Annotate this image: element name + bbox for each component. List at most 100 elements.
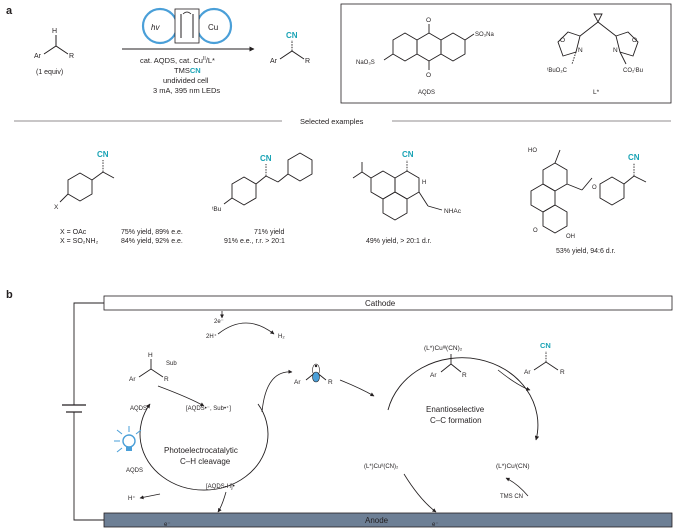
sub-h: H	[148, 352, 153, 359]
example-4-o: O	[592, 185, 597, 191]
electron-top: 2e⁻	[214, 319, 224, 325]
conditions-line2: TMSCN	[174, 66, 201, 75]
h2-label: H₂	[278, 334, 285, 340]
example-2-tbu: ᵗBu	[212, 206, 222, 213]
tmscn-label: TMS CN	[500, 494, 523, 500]
prod-ar: Ar	[524, 369, 531, 376]
example-4-structure: CN HO OH O O	[528, 148, 647, 240]
e-left-label: e⁻	[164, 522, 171, 528]
product-release-arrow	[497, 369, 531, 391]
ligand-ester-left: ᵗBuO₂C	[547, 67, 568, 74]
sub-label: Sub	[166, 361, 177, 367]
example-3-nhac: NHAc	[444, 208, 462, 215]
substrate-r: R	[69, 53, 74, 60]
cycle-1-arc	[139, 403, 269, 491]
cu2-complex: (L*)Cuᴵᴵ(CN)₂	[364, 463, 399, 470]
panel-a-label: a	[6, 5, 13, 17]
prod-structure: CN Ar R	[524, 341, 565, 376]
aqds-o-top: O	[426, 17, 431, 24]
example-2-cn: CN	[260, 154, 272, 163]
example-1-r1-yield: 75% yield, 89% e.e.	[121, 229, 183, 236]
radical-structure: Ar R	[294, 363, 333, 386]
example-1-r1: X = OAc	[60, 229, 87, 236]
aqds-o-bottom: O	[426, 72, 431, 79]
ligand-ester-right: CO₂ᵗBu	[623, 67, 643, 74]
example-2-line2: 91% e.e., r.r. > 20:1	[224, 238, 285, 245]
example-3-line1: 49% yield, > 20:1 d.r.	[366, 238, 432, 245]
example-1-structure: CN X	[54, 150, 115, 211]
cu3-complex: (L*)Cuᴵᴵᴵ(CN)₂	[424, 345, 463, 352]
aqds-label-b: AQDS	[126, 468, 143, 474]
aqds-star-label: AQDS*	[130, 406, 150, 412]
circuit-wire-bottom	[73, 412, 104, 521]
example-1-r2-yield: 84% yield, 92% e.e.	[121, 238, 183, 245]
cu3-ar: Ar	[430, 372, 437, 379]
catalyst-box	[340, 3, 672, 104]
cathode-label: Cathode	[365, 299, 396, 308]
example-4-o2: O	[533, 228, 538, 234]
panel-b-label: b	[6, 289, 13, 301]
sub-structure: H Ar R Sub	[129, 352, 177, 383]
cu1-complex: (L*)Cuᴵ(CN)	[496, 463, 530, 470]
ligand-structure: O O N N ᵗBuO₂C CO₂ᵗBu L*	[547, 13, 643, 96]
cycle-2-line2: C–C formation	[430, 416, 482, 425]
product-r: R	[305, 58, 310, 65]
ligand-label: L*	[593, 89, 600, 96]
ligand-o-right: O	[632, 37, 637, 44]
h-plus-label: H⁺	[128, 495, 136, 502]
cell-icon: hv Cu	[141, 7, 233, 45]
sub-ar: Ar	[129, 376, 136, 383]
tmscn-in-arrow	[505, 477, 529, 497]
substrate-structure: H Ar R (1 equiv)	[34, 28, 74, 76]
substrate-equiv: (1 equiv)	[36, 69, 63, 76]
example-2-structure: CN ᵗBu	[212, 152, 313, 213]
example-4-ho: HO	[528, 148, 537, 154]
circuit-wire-top	[73, 302, 104, 405]
aqds-so3-left: NaO₃S	[356, 60, 375, 66]
selected-examples-title: Selected examples	[300, 117, 364, 126]
example-4-line1: 53% yield, 94:6 d.r.	[556, 248, 616, 255]
sub-in-arrow	[157, 385, 205, 407]
radical-r: R	[328, 379, 333, 386]
conditions-line4: 3 mA, 395 nm LEDs	[153, 86, 220, 95]
example-4-oh: OH	[566, 234, 575, 240]
example-1-x: X	[54, 204, 59, 211]
substrate-ar: Ar	[34, 53, 42, 60]
prod-cn: CN	[540, 341, 551, 350]
radical-out-arrow	[261, 369, 293, 413]
product-structure: CN Ar R	[270, 31, 310, 65]
example-1-cn: CN	[97, 150, 109, 159]
cu-label: Cu	[208, 23, 218, 32]
example-1-r2: X = SO₂NH₂	[60, 238, 99, 245]
cu-oxidation-arrow	[403, 473, 437, 513]
cu3-r: R	[462, 372, 467, 379]
example-3-structure: CN H NHAc	[352, 150, 462, 221]
radical-in-arrow	[339, 379, 375, 397]
cycle-1-line2: C–H cleavage	[180, 457, 231, 466]
anode-label: Anode	[365, 516, 389, 525]
radical-pair-label: [AQDS•⁻, Sub•⁺]	[186, 405, 231, 412]
product-ar: Ar	[270, 58, 278, 65]
cycle-1-line1: Photoelectrocatalytic	[164, 446, 238, 455]
example-2-line1: 71% yield	[254, 229, 284, 236]
aqds-label: AQDS	[418, 90, 435, 96]
aqdsh-oxidation-arrow	[217, 491, 227, 513]
hv-label: hv	[151, 23, 160, 32]
e-right-label: e⁻	[432, 522, 439, 528]
ligand-o-left: O	[560, 37, 565, 44]
conditions-line3: undivided cell	[163, 76, 209, 85]
cycle-2-arc	[387, 357, 540, 441]
aqds-so3-right: SO₃Na	[475, 32, 494, 38]
ligand-n-right: N	[613, 47, 618, 54]
proton-release-arrow	[139, 493, 161, 500]
radical-ar: Ar	[294, 379, 301, 386]
sub-r: R	[164, 376, 169, 383]
prod-r: R	[560, 369, 565, 376]
proton-label: 2H⁺	[206, 333, 217, 340]
conditions-line1: cat. AQDS, cat. CuII/L*	[140, 56, 215, 65]
product-cn: CN	[286, 31, 298, 40]
example-4-cn: CN	[628, 153, 640, 162]
cu3-alkyl: Ar R	[430, 354, 467, 379]
example-3-cn: CN	[402, 150, 414, 159]
